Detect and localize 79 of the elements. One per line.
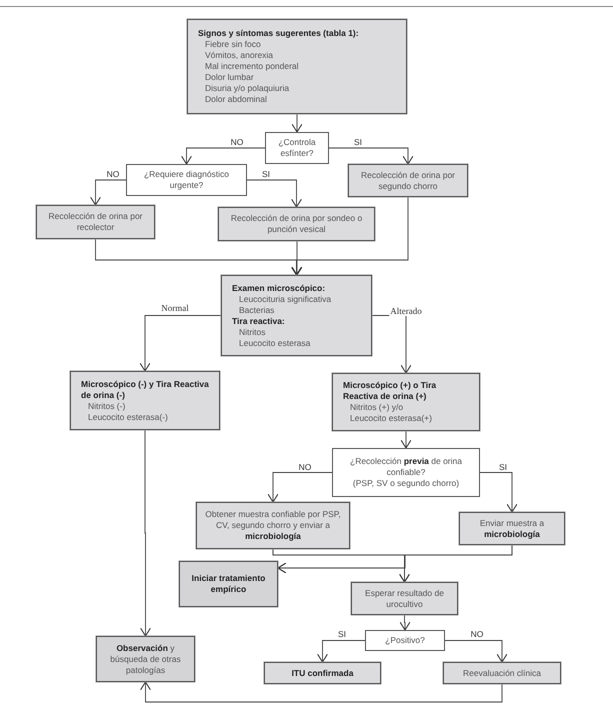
body-text: ¿Recolección previa de orina confiable? <box>349 456 463 478</box>
decision-box <box>126 164 247 196</box>
arrow <box>90 180 126 206</box>
arrow <box>292 114 302 132</box>
decision-box <box>365 630 445 651</box>
arrow <box>181 148 266 164</box>
arrow <box>292 240 302 276</box>
process-box <box>443 662 561 684</box>
body-text: Mal incremento ponderal <box>204 61 299 72</box>
body-text: Recolección de orina por segundo chorro <box>360 170 456 192</box>
process-box <box>96 636 195 682</box>
body-text: Vómitos, anorexia <box>204 50 274 61</box>
process-box <box>332 373 480 431</box>
body-text: Leucocituria significativa <box>238 294 332 304</box>
edge-label: SI <box>260 169 272 179</box>
edge-label: NO <box>106 169 120 179</box>
arrow <box>246 180 302 208</box>
body-text: Fiebre sin foco <box>204 39 261 50</box>
decision-box <box>265 132 329 164</box>
body-text: Leucocito esterasa(-) <box>87 412 168 422</box>
body-text: Leucocito esterasa(+) <box>349 413 432 424</box>
process-box <box>187 19 407 114</box>
body-text: Nitritos <box>238 326 266 338</box>
heading-text: Microscópico (-) y Tira Reactiva de orina (-) <box>81 378 209 400</box>
body-text: Dolor abdominal <box>204 94 267 105</box>
process-box <box>348 164 468 197</box>
arrow <box>399 544 512 582</box>
arrow <box>444 640 508 662</box>
process-box <box>459 512 565 545</box>
process-box <box>36 205 155 239</box>
edge-label: SI <box>352 137 364 147</box>
edge-label: NO <box>298 462 312 472</box>
edge-label: NO <box>230 137 244 147</box>
heading-text: Tira reactiva: <box>232 316 285 326</box>
arrow <box>400 430 412 448</box>
process-box <box>196 502 350 549</box>
heading-text: Microscópico (+) o Tira Reactiva de orina (+) <box>343 380 438 402</box>
process-box <box>179 561 278 607</box>
body-text: Leucocito esterasa <box>238 338 310 348</box>
edge-label: SI <box>498 462 508 472</box>
body-text: Nitritos (-) <box>87 400 126 412</box>
body-text: Recolección de orina por recolector <box>47 211 144 233</box>
heading-text: Iniciar tratamiento empírico <box>190 573 266 595</box>
body-text: Dolor lumbar <box>204 72 254 83</box>
body-text: Obtener muestra confiable por PSP, CV, segundo chorro y enviar a microbiología <box>204 509 342 542</box>
arrow <box>317 640 366 662</box>
body-text: Recolección de orina por sondeo o punción vesical <box>230 213 364 235</box>
body-text: Reevaluación clínica <box>463 668 541 678</box>
edge-label: Normal <box>160 303 190 313</box>
process-box <box>70 371 220 430</box>
body-text: ¿Controla esfínter? <box>277 137 317 159</box>
process-box <box>351 582 458 615</box>
body-text: Disuria y/o polaquiuria <box>204 83 290 94</box>
edge-label: SI <box>336 629 348 639</box>
decision-box <box>332 448 480 497</box>
arrow <box>140 315 222 372</box>
edge-label: Alterado <box>389 306 423 316</box>
body-text: Observación y búsqueda de otras patologías <box>109 642 182 676</box>
process-box <box>221 275 372 356</box>
body-text: Bacterias <box>238 304 274 316</box>
heading-text: Signos y síntomas sugerentes (tabla 1): <box>198 28 359 39</box>
body-text: Esperar resultado de urocultivo <box>364 588 445 610</box>
heading-text: ITU confirmada <box>292 668 354 678</box>
heading-text: Examen microscópico: <box>232 282 326 294</box>
arrow <box>480 472 518 512</box>
arrow <box>328 148 414 164</box>
arrow <box>140 430 151 636</box>
body-text: Enviar muestra a microbiología <box>478 518 546 540</box>
arrow <box>291 196 408 276</box>
body-text: ¿Requiere diagnóstico urgente? <box>142 169 230 191</box>
body-text: Nitritos (+) y/o <box>349 402 404 413</box>
arrow <box>400 614 410 630</box>
process-box <box>264 662 381 684</box>
body-text: (PSP, SV o segundo chorro) <box>352 478 460 489</box>
edge-label: NO <box>470 629 484 639</box>
process-box <box>218 207 375 241</box>
arrow <box>140 682 502 702</box>
body-text: ¿Positivo? <box>385 635 425 646</box>
arrow <box>268 472 332 502</box>
